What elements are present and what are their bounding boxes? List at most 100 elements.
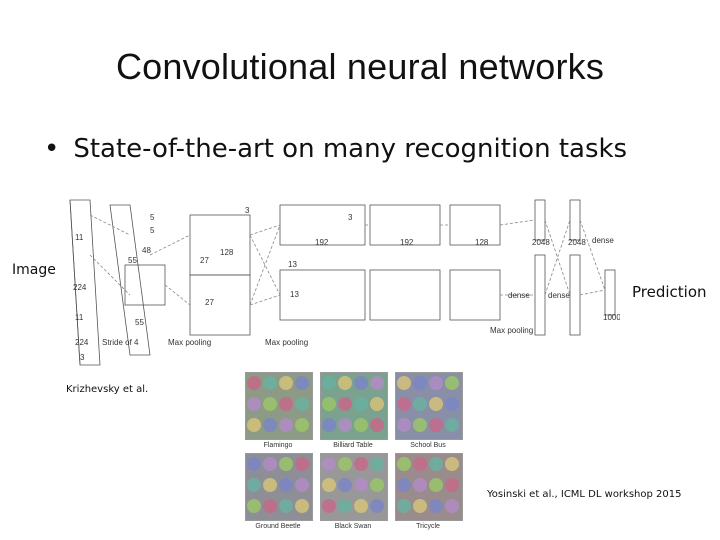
visualization-texture-dot	[322, 418, 336, 432]
visualization-caption: Billiard Table	[333, 442, 373, 449]
conv4-lower-block	[369, 269, 441, 321]
slide-title: Convolutional neural networks	[115, 46, 605, 87]
dim-label: 192	[315, 238, 329, 247]
visualization-texture-dot	[370, 499, 384, 513]
visualization-texture-dot	[338, 397, 352, 411]
dim-label: 55	[128, 256, 137, 265]
dim-label: 2048	[568, 238, 586, 247]
visualization-texture-dot	[338, 457, 352, 471]
dense2-lower	[569, 254, 581, 336]
bullet-point: • State-of-the-art on many recognition ta…	[44, 134, 627, 164]
visualization-texture-dot	[322, 457, 336, 471]
visualization-tile	[245, 372, 313, 440]
visualization-texture-dot	[247, 376, 261, 390]
conv2-lower-block	[189, 274, 251, 336]
visualization-texture-dot	[354, 499, 368, 513]
maxpool-label: Max pooling	[168, 338, 211, 347]
visualization-texture-dot	[413, 397, 427, 411]
dim-label: 3	[80, 353, 85, 362]
visualization-texture-dot	[397, 478, 411, 492]
visualization-texture-dot	[279, 418, 293, 432]
dim-label: 1000	[603, 313, 620, 322]
visualization-texture-dot	[413, 478, 427, 492]
visualization-tile	[320, 372, 388, 440]
conv5-lower-block	[449, 269, 501, 321]
visualization-texture-dot	[247, 478, 261, 492]
visualization-texture-dot	[338, 478, 352, 492]
visualization-texture-dot	[370, 457, 384, 471]
image-label: Image	[12, 262, 56, 278]
dense1-upper	[534, 199, 546, 241]
visualization-texture-dot	[247, 499, 261, 513]
dim-label: 5	[150, 213, 155, 222]
visualization-tile	[395, 453, 463, 521]
visualization-texture-dot	[413, 457, 427, 471]
visualization-texture-dot	[322, 376, 336, 390]
visualization-texture-dot	[354, 397, 368, 411]
credit-yosinski: Yosinski et al., ICML DL workshop 2015	[487, 489, 682, 500]
dim-label: 3	[348, 213, 353, 222]
visualization-texture-dot	[279, 397, 293, 411]
visualization-texture-dot	[429, 457, 443, 471]
visualization-texture-dot	[279, 376, 293, 390]
visualization-texture-dot	[370, 418, 384, 432]
dense1-lower	[534, 254, 546, 336]
dim-label: 27	[200, 256, 209, 265]
visualization-texture-dot	[295, 499, 309, 513]
conv1-block	[109, 204, 151, 356]
dim-label: 224	[73, 283, 87, 292]
bullet-text: State-of-the-art on many recognition tas…	[73, 134, 628, 164]
visualization-texture-dot	[370, 397, 384, 411]
visualization-texture-dot	[429, 418, 443, 432]
visualization-texture-dot	[445, 418, 459, 432]
visualization-texture-dot	[247, 418, 261, 432]
visualization-texture-dot	[413, 418, 427, 432]
credit-krizhevsky: Krizhevsky et al.	[66, 384, 149, 395]
visualization-texture-dot	[370, 376, 384, 390]
visualization-texture-dot	[338, 418, 352, 432]
dim-label: 3	[245, 206, 250, 215]
bullet-dot-icon: •	[44, 134, 60, 164]
dense-label: dense	[548, 291, 570, 300]
visualization-tile	[395, 372, 463, 440]
dim-label: 128	[220, 248, 234, 257]
stride-label: Stride of 4	[102, 338, 139, 347]
visualization-texture-dot	[354, 418, 368, 432]
dim-label: 27	[205, 298, 214, 307]
visualization-texture-dot	[354, 376, 368, 390]
dim-label: 13	[290, 290, 299, 299]
visualization-texture-dot	[445, 499, 459, 513]
visualization-caption: Tricycle	[416, 523, 440, 530]
visualization-texture-dot	[429, 376, 443, 390]
visualization-texture-dot	[413, 499, 427, 513]
visualization-texture-dot	[295, 418, 309, 432]
visualization-texture-dot	[413, 376, 427, 390]
visualization-texture-dot	[397, 418, 411, 432]
visualization-texture-dot	[263, 499, 277, 513]
visualization-texture-dot	[263, 418, 277, 432]
visualization-texture-dot	[263, 376, 277, 390]
visualization-texture-dot	[370, 478, 384, 492]
maxpool-label: Max pooling	[265, 338, 308, 347]
maxpool-label: Max pooling	[490, 326, 533, 335]
dim-label: 224	[75, 338, 89, 347]
visualization-texture-dot	[295, 397, 309, 411]
dim-label: 13	[288, 260, 297, 269]
visualization-texture-dot	[279, 478, 293, 492]
visualization-texture-dot	[397, 457, 411, 471]
dim-label: 55	[135, 318, 144, 327]
visualization-texture-dot	[354, 478, 368, 492]
dim-label: 5	[150, 226, 155, 235]
visualization-texture-dot	[322, 397, 336, 411]
output-layer	[604, 269, 616, 316]
visualization-texture-dot	[445, 478, 459, 492]
visualization-tile	[320, 453, 388, 521]
visualization-texture-dot	[445, 457, 459, 471]
visualization-texture-dot	[279, 457, 293, 471]
dim-label: 11	[75, 233, 84, 242]
prediction-label: Prediction	[632, 283, 707, 301]
visualization-texture-dot	[429, 478, 443, 492]
visualization-texture-dot	[397, 397, 411, 411]
visualization-caption: Ground Beetle	[255, 523, 301, 530]
visualization-texture-dot	[397, 499, 411, 513]
